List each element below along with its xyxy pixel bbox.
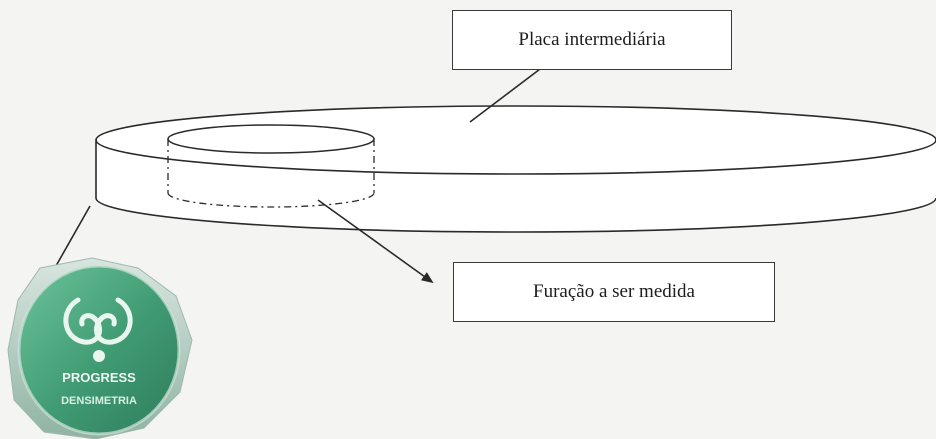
plate-bottom-arc xyxy=(95,197,936,233)
hole-bottom-dashed-arc xyxy=(167,192,375,208)
densimetria-seal-logo: PROGRESS DENSIMETRIA xyxy=(7,257,193,439)
plate-label-text: Placa intermediária xyxy=(518,29,666,50)
arrow-to-hole-label xyxy=(317,199,434,284)
plate-label-box: Placa intermediária xyxy=(452,10,732,70)
hole-top-ellipse xyxy=(167,124,375,154)
hole-cylinder xyxy=(167,124,375,208)
arrow-to-plate-label xyxy=(469,58,554,123)
plate-disc xyxy=(95,105,936,233)
seal-text-line2: DENSIMETRIA xyxy=(61,395,137,407)
seal-text-line1: PROGRESS xyxy=(62,370,136,385)
hole-label-text: Furação a ser medida xyxy=(533,281,695,302)
hole-label-box: Furação a ser medida xyxy=(453,262,775,322)
